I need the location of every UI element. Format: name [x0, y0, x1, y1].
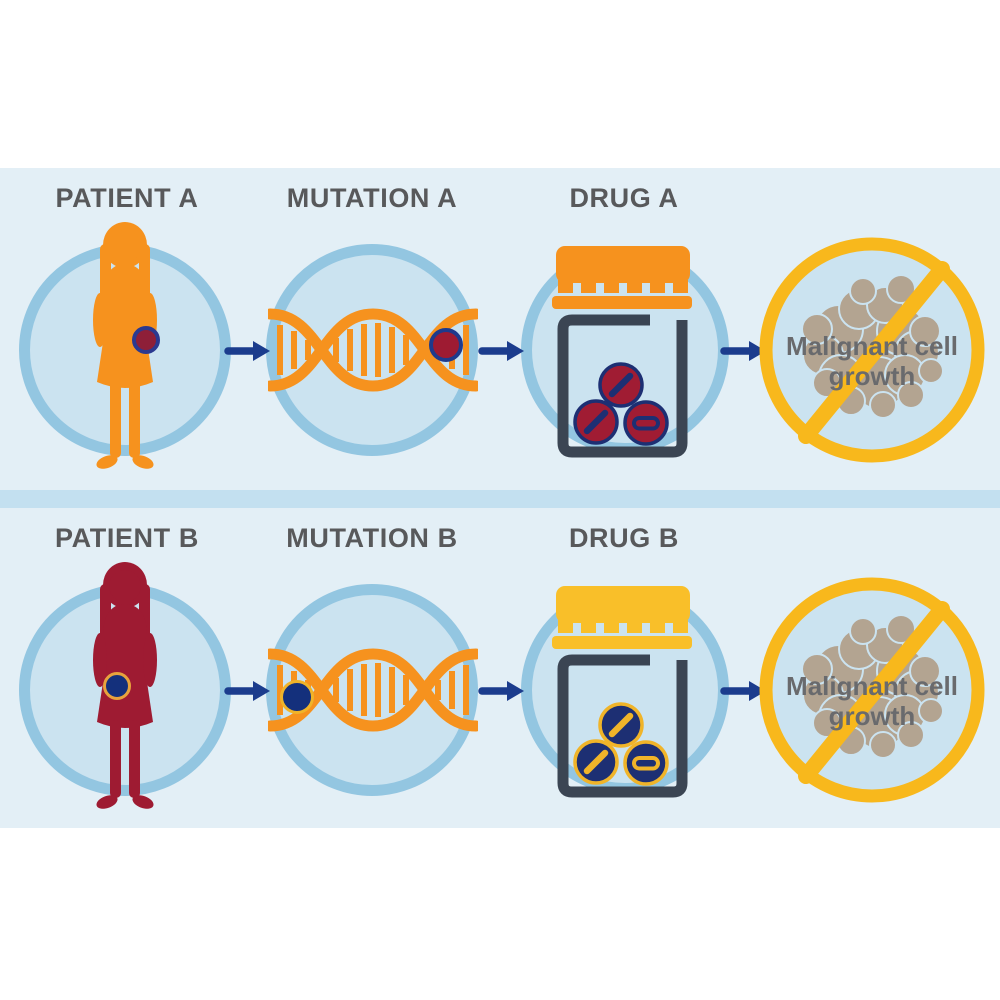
mutation-dot-icon	[429, 328, 463, 362]
result-text: Malignant cell growth	[759, 577, 985, 803]
tumor-dot-icon	[103, 672, 131, 700]
mutation-a-label: MUTATION A	[286, 183, 458, 213]
pill-bottle-icon	[550, 578, 695, 806]
result-line-2: growth	[828, 361, 916, 391]
row-separator	[0, 490, 1000, 508]
arrow-right-icon	[478, 339, 526, 363]
tumor-dot-icon	[132, 326, 160, 354]
mutation-dot-icon	[280, 680, 314, 714]
result-text: Malignant cell growth	[759, 237, 985, 463]
result-line-2: growth	[828, 701, 916, 731]
mutation-b-label: MUTATION B	[286, 523, 458, 553]
pathway-row-patient-b: PATIENT B MUTATION B DRUG B Malignant ce…	[0, 508, 1000, 828]
drug-b-label: DRUG B	[568, 523, 680, 553]
arrow-right-icon	[224, 339, 272, 363]
arrow-right-icon	[224, 679, 272, 703]
result-line-1: Malignant cell	[786, 671, 958, 701]
no-malignant-growth-symbol: Malignant cell growth	[759, 237, 985, 463]
arrow-right-icon	[478, 679, 526, 703]
drug-a-label: DRUG A	[569, 183, 679, 213]
pathway-row-patient-a: PATIENT A MUTATION A DRUG A Malignant ce…	[0, 168, 1000, 490]
patient-a-label: PATIENT A	[55, 183, 199, 213]
result-line-1: Malignant cell	[786, 331, 958, 361]
patient-b-label: PATIENT B	[55, 523, 199, 553]
pill-bottle-icon	[550, 238, 695, 466]
no-malignant-growth-symbol: Malignant cell growth	[759, 577, 985, 803]
